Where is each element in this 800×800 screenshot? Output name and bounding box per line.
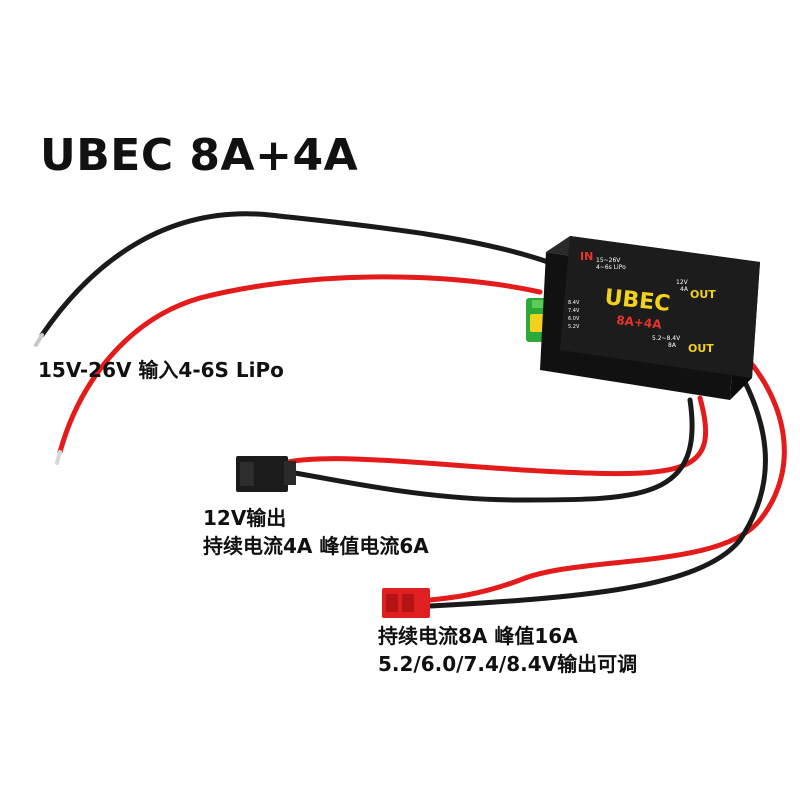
input-caption: 15V-26V 输入4-6S LiPo (38, 358, 284, 382)
module-out12-amp: 4A (680, 286, 689, 293)
adj-caption-line2: 5.2/6.0/7.4/8.4V输出可调 (378, 652, 638, 676)
ubec-module: IN 15~26V 4~6s LiPo 12V 4A OUT UBEC 8A+4… (540, 236, 760, 400)
jst-connector (382, 588, 430, 618)
adj-black-wire (427, 352, 768, 609)
adj-caption-line1: 持续电流8A 峰值16A (378, 624, 578, 648)
jumper-opt-1: 7.4V (568, 308, 580, 314)
module-out12-label: OUT (690, 288, 716, 301)
out12-caption: 12V输出 持续电流4A 峰值电流6A (203, 504, 429, 560)
module-adj-label: OUT (688, 342, 714, 355)
input-red-wire (57, 274, 543, 455)
product-title: UBEC 8A+4A (40, 130, 359, 181)
module-adj-amp: 8A (668, 342, 677, 349)
module-in-cells: 4~6s LiPo (596, 264, 626, 271)
module-rating: 8A+4A (616, 313, 663, 332)
module-in-range: 15~26V (596, 257, 621, 264)
jumper-opt-2: 6.0V (568, 316, 580, 322)
module-in-label: IN (580, 250, 593, 263)
out12-red-wire (285, 395, 709, 477)
module-adj-range: 5.2~8.4V (652, 335, 681, 342)
servo-connector (236, 456, 296, 492)
out12-black-wire (285, 397, 695, 503)
adj-caption: 持续电流8A 峰值16A 5.2/6.0/7.4/8.4V输出可调 (378, 622, 637, 678)
jumper-opt-0: 8.4V (568, 300, 580, 306)
module-out12-volt: 12V (676, 279, 689, 286)
input-red-wire-tip (55, 450, 62, 465)
input-black-wire-tip (34, 333, 44, 347)
out12-caption-line2: 持续电流4A 峰值电流6A (203, 534, 429, 558)
adj-red-wire (427, 342, 787, 603)
input-black-wire (39, 211, 551, 338)
out12-caption-line1: 12V输出 (203, 506, 287, 530)
jumper-opt-3: 5.2V (568, 324, 580, 330)
